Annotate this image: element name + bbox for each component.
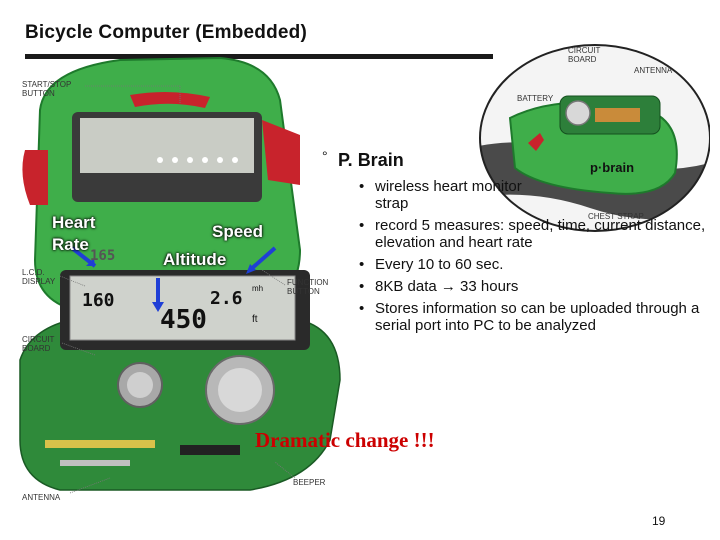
function-button-callout-line1: FUNCTION <box>287 278 329 287</box>
bullet-item: Stores information so can be uploaded th… <box>357 300 707 334</box>
bullet-item: record 5 measures: speed, time, current … <box>357 217 707 251</box>
heading-degree-mark: ° <box>322 148 328 164</box>
title-underline <box>25 54 493 59</box>
strap-antenna-callout: ANTENNA <box>634 66 673 75</box>
function-button-callout: FUNCTION BUTTON <box>287 278 328 296</box>
lcd-altitude-unit: ft <box>252 314 258 325</box>
heart-rate-label-line1: Heart <box>52 213 96 232</box>
lcd-speed-value: 2.6 <box>210 288 243 309</box>
slide-title: Bicycle Computer (Embedded) <box>25 22 308 43</box>
speed-label: Speed <box>212 222 264 241</box>
strap-circuit-board-callout: CIRCUIT BOARD <box>568 46 600 64</box>
chest-strap-inset <box>479 44 710 232</box>
function-button-callout-line2: BUTTON <box>287 287 320 296</box>
strap-circuit-board-line2: BOARD <box>568 55 597 64</box>
feature-bullet-list: wireless heart monitor strap record 5 me… <box>357 178 707 339</box>
lcd-speed-unit: mh <box>252 284 264 293</box>
antenna-callout: ANTENNA <box>22 493 61 502</box>
lcd-display-callout-line2: DISPLAY <box>22 277 56 286</box>
start-stop-callout-line1: START/STOP <box>22 80 72 89</box>
lcd-altitude-value: 450 <box>160 305 207 335</box>
lcd-top-value: 165 <box>90 248 116 264</box>
section-heading: P. Brain <box>338 150 404 170</box>
lcd-heart-rate-value: 160 <box>82 290 115 311</box>
bullet-item: wireless heart monitor strap <box>357 178 525 212</box>
page-number: 19 <box>652 514 666 528</box>
bullet-item: 8KB data → 33 hours <box>357 278 707 295</box>
circuit-board-callout: CIRCUIT BOARD <box>22 335 54 353</box>
heart-rate-label-line2: Rate <box>52 235 89 254</box>
strap-circuit-board-line1: CIRCUIT <box>568 46 601 55</box>
circuit-board-callout-line1: CIRCUIT <box>22 335 55 344</box>
strap-battery-callout: BATTERY <box>517 94 554 103</box>
bullet-item: Every 10 to 60 sec. <box>357 256 707 273</box>
start-stop-callout: START/STOP BUTTON <box>22 80 71 98</box>
heart-rate-label: Heart Rate <box>52 212 95 256</box>
lcd-display-callout-line1: L.C.D. <box>22 268 45 277</box>
dramatic-change-callout: Dramatic change !!! <box>255 428 435 452</box>
strap-brand-logo: p·brain <box>590 160 635 175</box>
beeper-callout: BEEPER <box>293 478 326 487</box>
lcd-display-callout: L.C.D. DISPLAY <box>22 268 55 286</box>
circuit-board-callout-line2: BOARD <box>22 344 51 353</box>
altitude-label: Altitude <box>163 250 227 269</box>
start-stop-callout-line2: BUTTON <box>22 89 55 98</box>
